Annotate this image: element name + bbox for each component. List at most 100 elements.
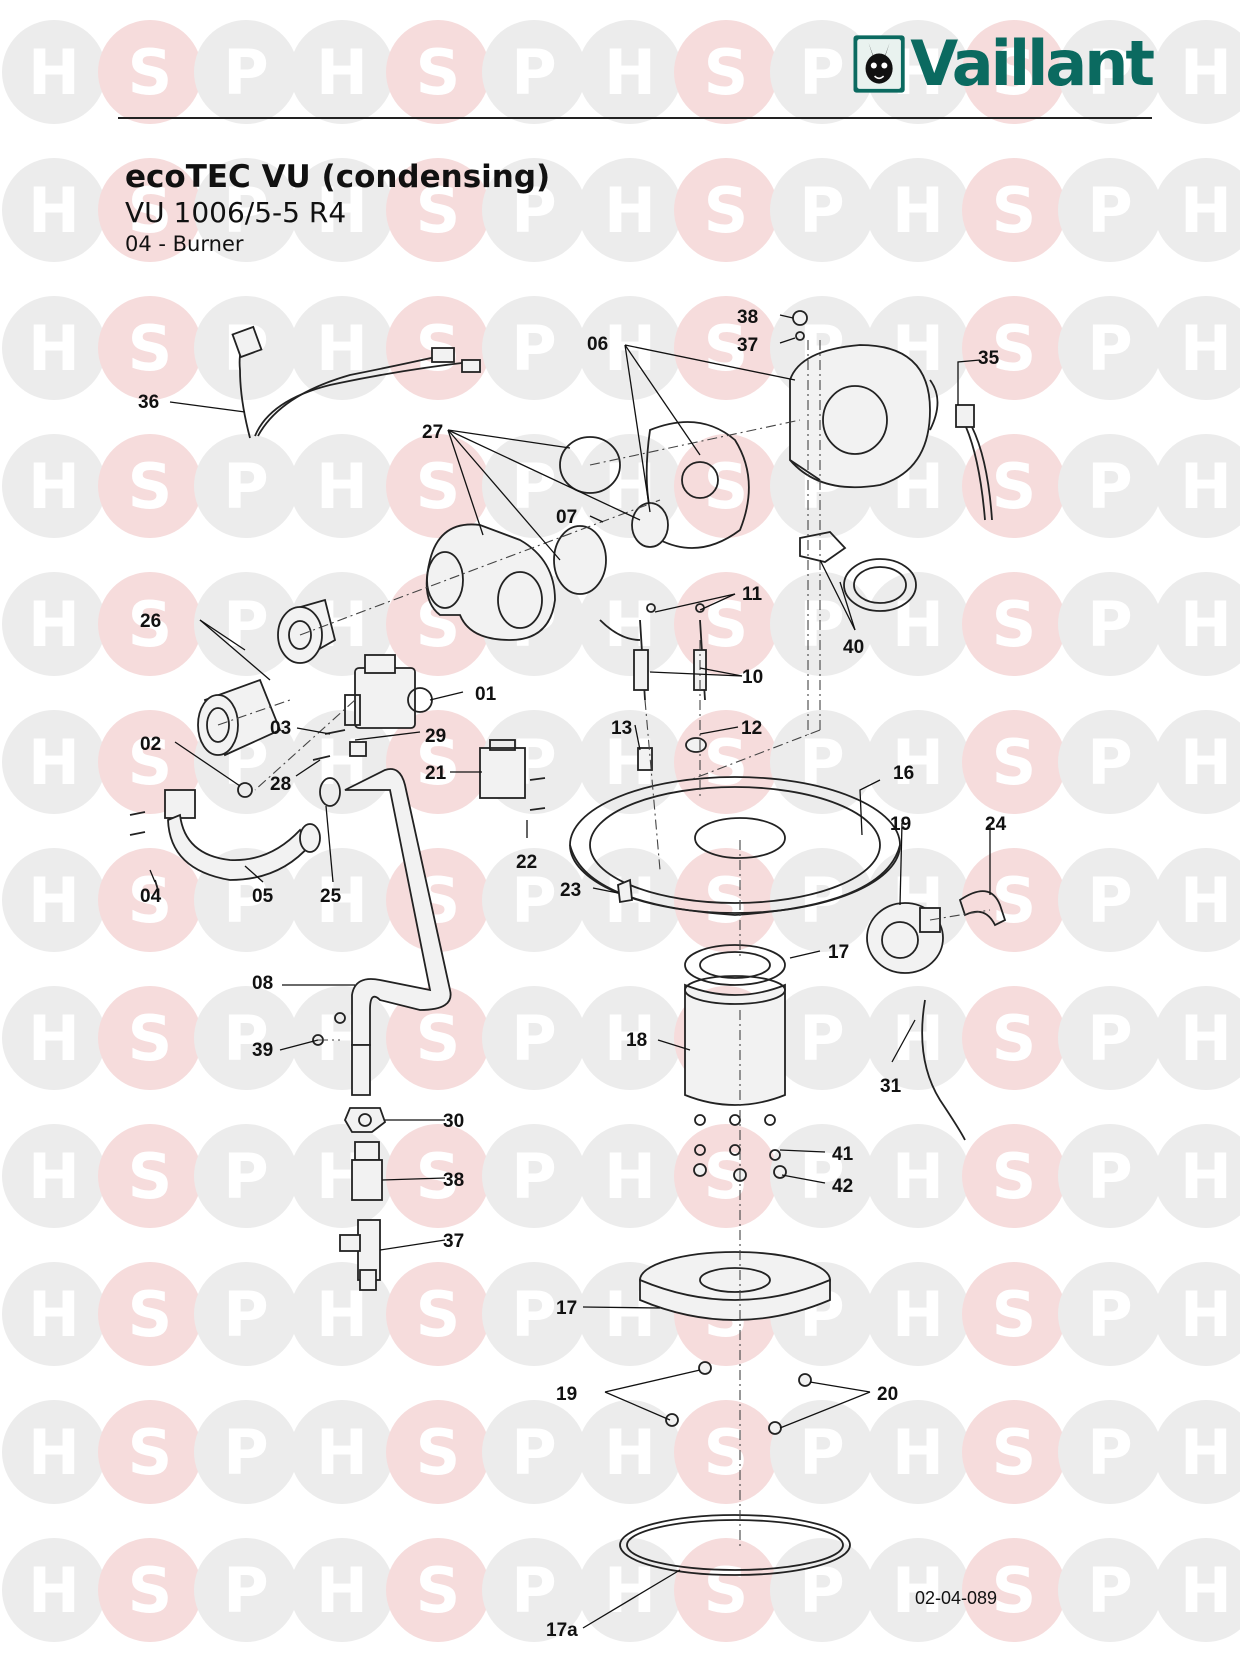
part-30-38-37-fittings [339,1107,387,1291]
watermark-circle [290,158,394,262]
watermark-circle [962,296,1066,400]
watermark-circle [2,986,106,1090]
watermark-circle [1058,434,1162,538]
watermark-letter: S [128,864,173,937]
watermark-circle [482,1400,586,1504]
part-23-clip [617,878,633,904]
watermark-circle [194,20,298,124]
label-31: 31 [880,1076,902,1097]
watermark-letter: S [416,450,461,523]
label-13: 13 [611,718,632,739]
watermark-letter: S [416,1002,461,1075]
hare-logo-icon [853,35,905,93]
label-42: 42 [832,1176,853,1197]
watermark-letter: P [511,1554,556,1627]
part-16-burner-plate [569,776,901,916]
watermark-letter: P [1087,588,1132,661]
watermark-letter: P [1087,726,1132,799]
watermark-letter: S [992,864,1037,937]
watermark-letter: P [223,1554,268,1627]
watermark-letter: H [892,1002,944,1075]
watermark-letter: S [416,1278,461,1351]
watermark-letter: H [892,588,944,661]
label-18: 18 [626,1030,647,1051]
watermark-circle [866,1124,970,1228]
watermark-circle [194,986,298,1090]
watermark-letter: S [128,450,173,523]
watermark-letter: H [316,1554,368,1627]
label-17-disc: 17 [556,1298,577,1319]
watermark-circle [290,1400,394,1504]
part-05-gas-hose [164,789,321,881]
title-block: ecoTEC VU (condensing) VU 1006/5-5 R4 04… [125,158,550,258]
part-10-13-electrodes [599,603,707,771]
watermark-circle [1058,296,1162,400]
label-39: 39 [252,1040,273,1061]
watermark-letter: P [1087,450,1132,523]
watermark-circle [962,572,1066,676]
label-11: 11 [742,584,763,605]
watermark-letter: S [128,312,173,385]
watermark-letter: H [1180,864,1232,937]
watermark-circle [98,296,202,400]
diagram-reference-code: 02-04-089 [915,1588,997,1608]
watermark-letter: H [892,1416,944,1489]
label-36: 38 [737,307,758,328]
watermark-circle [482,848,586,952]
part-small-fittings [129,729,367,891]
label-34: 36 [138,392,159,413]
label-30: 30 [443,1111,464,1132]
label-19-right: 20 [877,1384,898,1405]
watermark-circle [2,296,106,400]
watermark-circle [578,158,682,262]
watermark-letter: P [511,312,556,385]
part-31-tube [921,999,966,1141]
label-35: 37 [737,335,758,356]
watermark-circle [386,1262,490,1366]
label-21: 21 [425,763,447,784]
watermark-letter: P [223,588,268,661]
watermark-circle [386,986,490,1090]
watermark-letter: P [799,1554,844,1627]
watermark-circle [290,848,394,952]
watermark-circle [578,1400,682,1504]
watermark-letter: P [1087,1002,1132,1075]
watermark-circle [1058,1262,1162,1366]
watermark-letter: S [704,1416,749,1489]
watermark-letter: P [223,1416,268,1489]
watermark-circle [578,1124,682,1228]
watermark-circle [194,1124,298,1228]
part-01-gas-valve [344,654,433,729]
watermark-circle [1154,1124,1240,1228]
watermark-letter: P [511,1278,556,1351]
watermark-circle [194,1538,298,1642]
watermark-letter: H [892,174,944,247]
watermark-letter: P [1087,1278,1132,1351]
watermark-letter: S [704,450,749,523]
watermark-letter: H [28,36,80,109]
label-16: 16 [893,763,914,784]
watermark-circle [674,1400,778,1504]
label-41: 41 [832,1144,854,1165]
watermark-circle [578,20,682,124]
watermark-letter: P [799,1002,844,1075]
watermark-circle [2,1262,106,1366]
watermark-circle [962,20,1066,124]
watermark-letter: H [1180,1278,1232,1351]
watermark-letter: P [1087,312,1132,385]
watermark-circle [578,572,682,676]
watermark-letter: H [1180,36,1232,109]
part-17a-gasket [619,1514,851,1576]
watermark-letter: H [28,450,80,523]
watermark-circle [1058,1538,1162,1642]
watermark-circle [1154,1400,1240,1504]
watermark-circle [674,20,778,124]
watermark-circle [866,986,970,1090]
watermark-letter: S [992,312,1037,385]
watermark-letter: P [1087,1140,1132,1213]
label-06: 08 [252,973,273,994]
watermark-letter: S [128,588,173,661]
watermark-circle [98,434,202,538]
watermark-letter: S [992,36,1037,109]
label-23: 23 [560,880,581,901]
